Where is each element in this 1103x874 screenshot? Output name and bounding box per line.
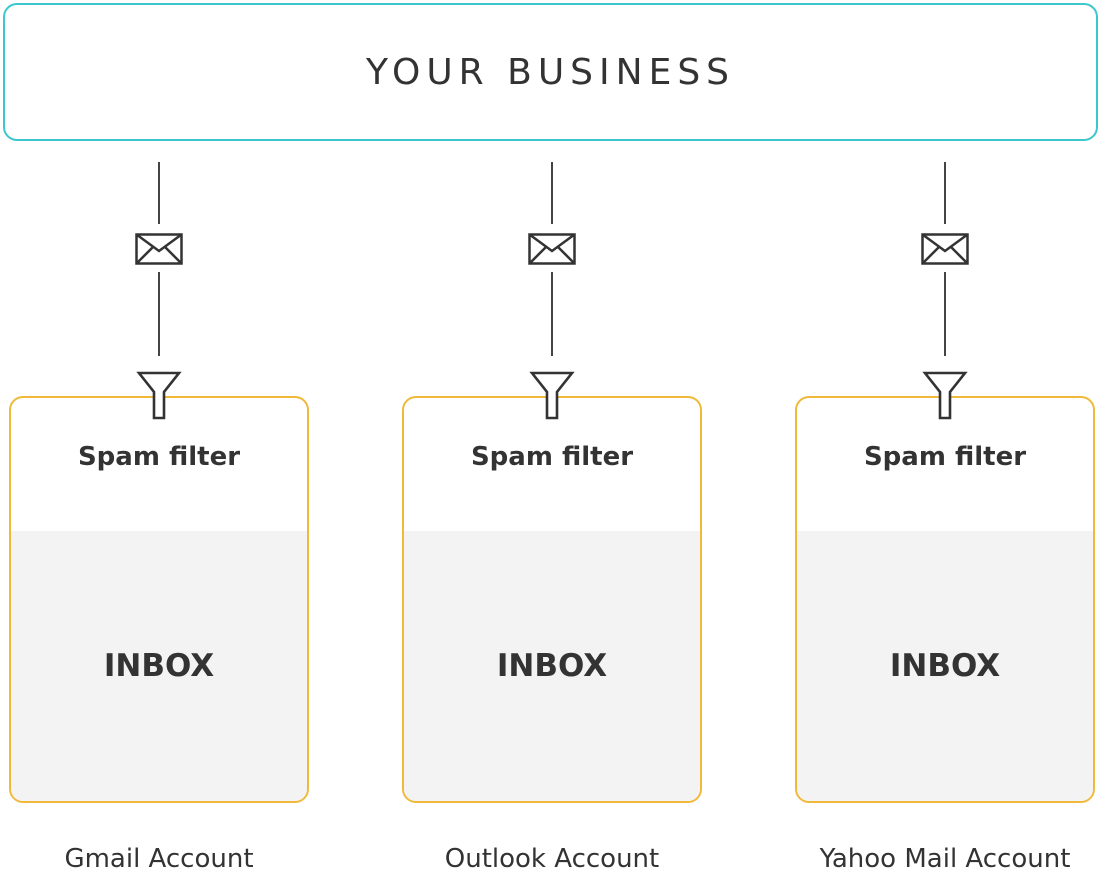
- inbox-area: INBOX: [11, 531, 307, 801]
- spam-filter-label: Spam filter: [470, 442, 634, 472]
- inbox-label: INBOX: [889, 648, 1001, 684]
- inbox-area: INBOX: [797, 531, 1093, 801]
- inbox-label: INBOX: [496, 648, 608, 684]
- funnel-icon: [136, 371, 182, 420]
- account-label: Yahoo Mail Account: [819, 844, 1071, 874]
- spam-filter-label: Spam filter: [77, 442, 241, 472]
- envelope-icon: [528, 233, 576, 265]
- envelope-icon: [921, 233, 969, 265]
- envelope-icon: [135, 233, 183, 265]
- connector-line-top: [158, 162, 160, 224]
- connector-line-bottom: [551, 272, 553, 356]
- inbox-label: INBOX: [103, 648, 215, 684]
- account-card: Spam filter INBOX: [9, 396, 309, 803]
- inbox-area: INBOX: [404, 531, 700, 801]
- funnel-icon: [922, 371, 968, 420]
- account-card: Spam filter INBOX: [402, 396, 702, 803]
- account-label: Outlook Account: [444, 844, 660, 874]
- your-business-box: YOUR BUSINESS: [3, 3, 1098, 141]
- account-card: Spam filter INBOX: [795, 396, 1095, 803]
- connector-line-top: [944, 162, 946, 224]
- connector-line-bottom: [158, 272, 160, 356]
- business-title: YOUR BUSINESS: [365, 51, 736, 93]
- connector-line-top: [551, 162, 553, 224]
- funnel-icon: [529, 371, 575, 420]
- connector-line-bottom: [944, 272, 946, 356]
- account-label: Gmail Account: [64, 844, 254, 874]
- spam-filter-label: Spam filter: [863, 442, 1027, 472]
